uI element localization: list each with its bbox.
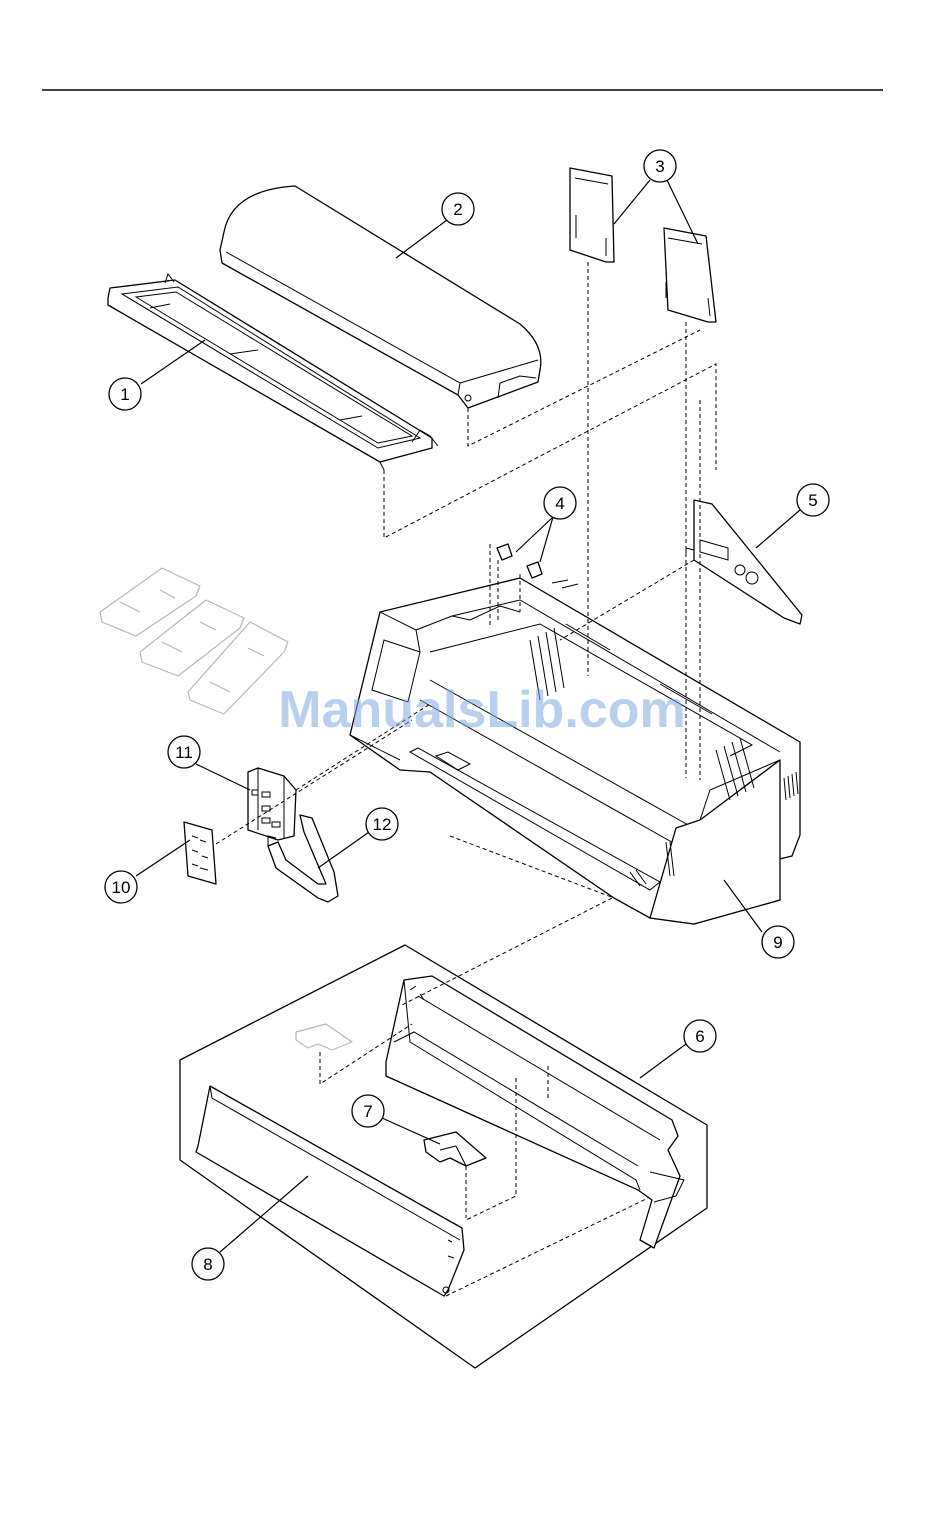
svg-text:8: 8 <box>203 1255 212 1274</box>
callout-8: 8 <box>192 1248 224 1280</box>
callout-5: 5 <box>797 484 829 516</box>
part-paper-guides <box>570 168 716 322</box>
svg-text:2: 2 <box>453 200 462 219</box>
callout-10: 10 <box>105 871 137 903</box>
callout-3: 3 <box>644 150 676 182</box>
callout-2: 2 <box>442 193 474 225</box>
part-rear-panel <box>686 500 802 624</box>
svg-text:5: 5 <box>808 491 817 510</box>
watermark-text: ManualsLib.com <box>278 681 685 739</box>
svg-text:11: 11 <box>175 743 193 762</box>
svg-text:1: 1 <box>120 385 129 404</box>
svg-text:6: 6 <box>695 1027 704 1046</box>
callout-6: 6 <box>684 1020 716 1052</box>
callout-11: 11 <box>168 736 200 768</box>
svg-text:4: 4 <box>555 494 564 513</box>
part-operator-panel <box>248 768 296 840</box>
callout-4: 4 <box>544 487 576 519</box>
callout-1: 1 <box>109 378 141 410</box>
part-printer-base <box>350 578 800 924</box>
callout-12: 12 <box>366 808 398 840</box>
svg-text:7: 7 <box>363 1102 372 1121</box>
svg-text:3: 3 <box>655 157 664 176</box>
callout-7: 7 <box>352 1095 384 1127</box>
svg-text:10: 10 <box>112 878 131 897</box>
callout-9: 9 <box>762 926 794 958</box>
ghost-tractor-units <box>100 568 288 714</box>
part-circuit-card <box>184 822 216 884</box>
svg-text:12: 12 <box>373 815 392 834</box>
svg-text:9: 9 <box>773 933 782 952</box>
